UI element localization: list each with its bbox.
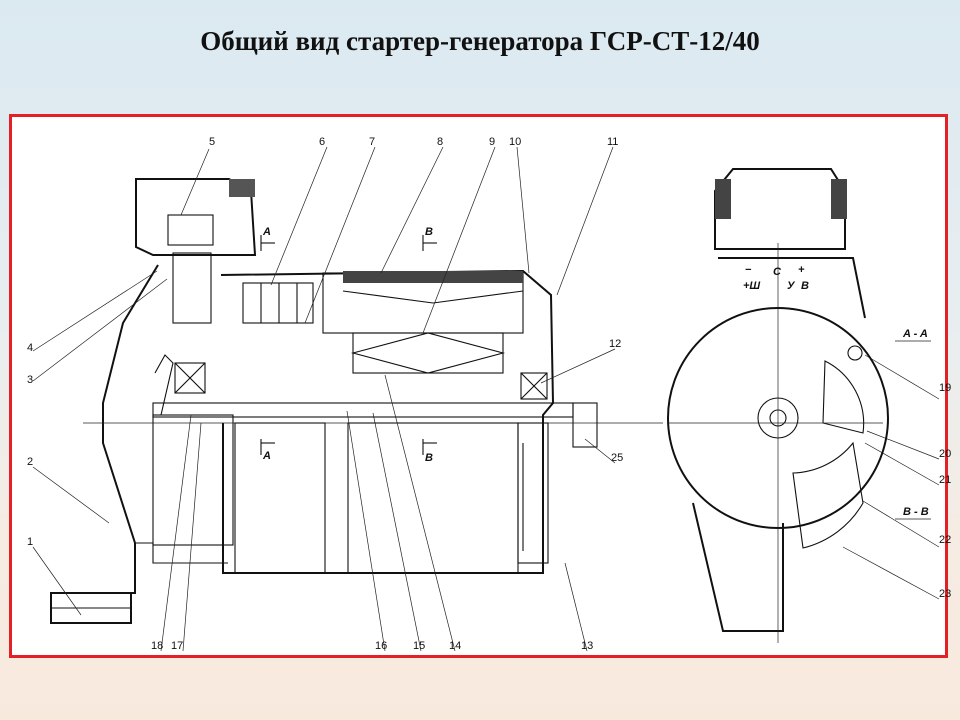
- callout-2: 2: [27, 456, 33, 468]
- lower-fan: [517, 422, 549, 564]
- callout-12: 12: [609, 338, 621, 350]
- front-flange: [152, 414, 234, 546]
- armature-top: [342, 290, 524, 304]
- callout-9: 9: [489, 136, 495, 148]
- callout-3: 3: [27, 374, 33, 386]
- terminal-plus: +: [798, 264, 805, 276]
- callout-5: 5: [209, 136, 215, 148]
- section-mark-a-bottom: A: [262, 450, 271, 462]
- shaft-end: [572, 402, 598, 448]
- diagram-frame: A B A B: [9, 114, 951, 658]
- section-mark-b-top: B: [425, 226, 433, 238]
- terminal-block: [167, 214, 214, 246]
- callout-17: 17: [171, 640, 183, 652]
- terminal-c: С: [773, 266, 782, 278]
- housing-outline: [220, 269, 555, 574]
- terminal-box-hatch: [229, 179, 255, 197]
- stator-hatch: [343, 271, 523, 283]
- terminal-minus: −: [745, 264, 752, 276]
- end-shield: [50, 264, 159, 624]
- side-view-drawing: [50, 178, 663, 624]
- page-title: Общий вид стартер-генератора ГСР-СТ-12/4…: [200, 26, 760, 56]
- terminal-post: [172, 252, 212, 324]
- callout-15: 15: [413, 640, 425, 652]
- section-markers: A B A B: [260, 226, 437, 464]
- end-view-drawing: [667, 168, 889, 643]
- callout-labels: 5 6 7 8 9 10 11 4 3 2 1 18 17 16 15 14 1…: [27, 136, 951, 652]
- section-title-aa: A - A: [902, 328, 928, 340]
- bearing-front: [174, 362, 206, 394]
- callout-6: 6: [319, 136, 325, 148]
- section-mark-a-top: A: [262, 226, 271, 238]
- callout-22: 22: [939, 534, 951, 546]
- armature-core: [352, 332, 504, 374]
- callout-21: 21: [939, 474, 951, 486]
- callout-20: 20: [939, 448, 951, 460]
- callout-4: 4: [27, 342, 33, 354]
- leader-lines: [32, 146, 940, 652]
- brush-holders: [242, 282, 314, 324]
- terminal-sh: +Ш: [743, 280, 760, 292]
- section-title-bb: B - B: [903, 506, 929, 518]
- callout-7: 7: [369, 136, 375, 148]
- callout-11: 11: [607, 136, 618, 148]
- section-mark-b-bottom: B: [425, 452, 433, 464]
- callout-19: 19: [939, 382, 951, 394]
- callout-18: 18: [151, 640, 163, 652]
- callout-23: 23: [939, 588, 951, 600]
- callout-13: 13: [581, 640, 593, 652]
- diagram-svg: A B A B: [27, 136, 951, 652]
- end-terminal-box: [714, 168, 846, 250]
- callout-25: 25: [611, 452, 623, 464]
- callout-16: 16: [375, 640, 387, 652]
- terminal-v: В: [801, 280, 809, 292]
- callout-1: 1: [27, 536, 33, 548]
- callout-10: 10: [509, 136, 521, 148]
- callout-8: 8: [437, 136, 443, 148]
- lower-housing-a: [234, 422, 326, 574]
- terminal-u: У: [787, 280, 796, 292]
- lower-housing-b: [347, 422, 519, 574]
- bearing-rear: [520, 372, 548, 400]
- terminal-labels: − + С +Ш У В: [743, 264, 809, 292]
- callout-14: 14: [449, 640, 461, 652]
